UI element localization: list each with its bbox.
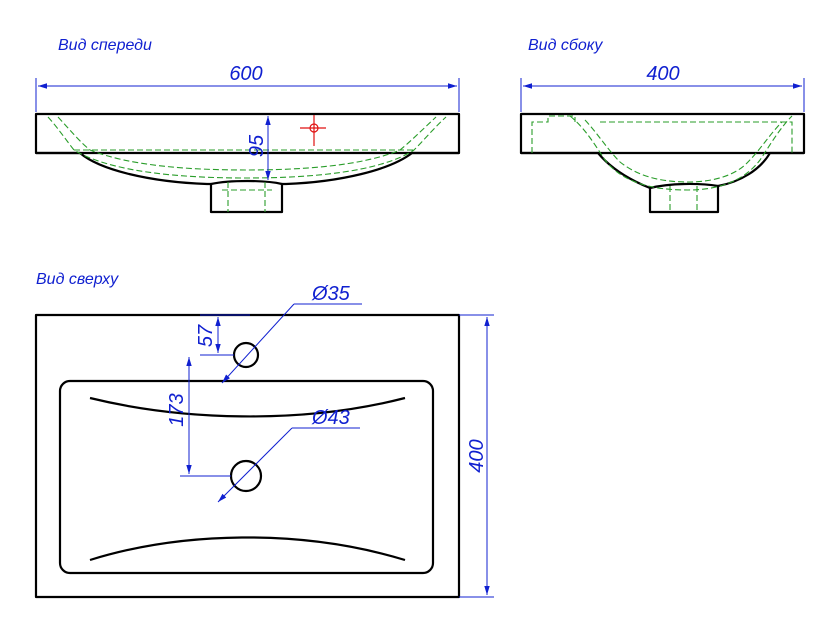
front-hidden-bowl-outer bbox=[47, 116, 447, 179]
top-bowl-outline bbox=[58, 379, 435, 575]
front-width-label: 600 bbox=[229, 63, 262, 85]
tap-hole-center-mark bbox=[300, 115, 326, 146]
top-slab-outline bbox=[34, 313, 461, 599]
tap-hole bbox=[232, 341, 260, 369]
top-view-title: Вид сверху bbox=[36, 271, 119, 288]
dia43-leader bbox=[217, 427, 293, 503]
side-drain-top bbox=[649, 182, 719, 190]
hole-large-diameter-label: Ø43 bbox=[311, 407, 350, 429]
front-drain-top bbox=[210, 179, 283, 186]
top-view: Вид сверху 57 173 Ø35 Ø43 400 bbox=[34, 271, 494, 599]
side-view-title: Вид сбоку bbox=[528, 37, 603, 54]
side-view: Вид сбоку 400 bbox=[519, 37, 806, 214]
hole-small-offset-label: 57 bbox=[195, 324, 217, 347]
side-width-label: 400 bbox=[646, 63, 679, 85]
drain-hole bbox=[229, 459, 263, 493]
side-basin-outline bbox=[519, 112, 806, 214]
hole-small-diameter-label: Ø35 bbox=[311, 283, 351, 305]
front-hidden-bowl-inner bbox=[57, 116, 437, 171]
front-view-title: Вид спереди bbox=[58, 37, 152, 54]
top-bowl-contour-upper bbox=[89, 396, 406, 418]
front-basin-outline bbox=[34, 112, 461, 214]
front-view: Вид спереди 600 95 bbox=[34, 37, 461, 214]
side-hidden-bowl-inner bbox=[584, 119, 793, 183]
top-bowl-contour-lower bbox=[89, 536, 406, 562]
front-height-label: 95 bbox=[246, 134, 268, 157]
dia35-leader bbox=[221, 303, 295, 384]
side-hidden-bowl-outer bbox=[569, 115, 793, 191]
side-hidden-overflow bbox=[531, 115, 576, 153]
top-depth-label: 400 bbox=[466, 439, 488, 472]
hole-large-offset-label: 173 bbox=[166, 393, 188, 426]
